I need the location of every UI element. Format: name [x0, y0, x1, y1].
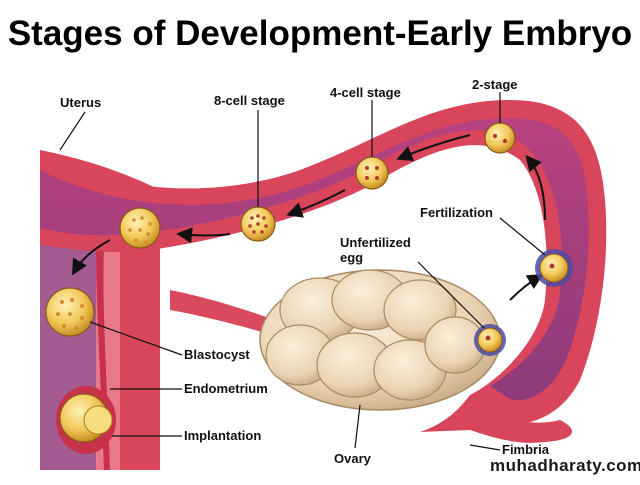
fallopian-tube-lumen	[40, 118, 589, 401]
label-fimbria: Fimbria	[502, 442, 549, 457]
label-implantation: Implantation	[184, 428, 262, 443]
label-four-cell-stage: 4-cell stage	[330, 85, 401, 100]
cell-fertilization	[535, 249, 573, 287]
label-blastocyst: Blastocyst	[184, 347, 250, 362]
label-ovary: Ovary	[334, 451, 371, 466]
cell-morula	[119, 207, 161, 249]
cell-unfertilized-egg	[474, 324, 506, 356]
ovary-shape	[259, 269, 501, 411]
cell-four-stage	[355, 156, 389, 190]
cell-blastocyst	[45, 287, 95, 337]
page-title: Stages of Development-Early Embryo	[7, 14, 633, 53]
fimbria	[420, 395, 572, 443]
ovarian-ligament	[170, 290, 290, 340]
label-two-stage: 2-stage	[472, 77, 518, 92]
label-egg: egg	[340, 250, 364, 265]
cell-eight-stage	[240, 206, 276, 242]
label-uterus: Uterus	[60, 95, 102, 110]
cell-implantation	[56, 386, 116, 454]
cell-two-stage	[484, 122, 516, 154]
watermark: muhadharaty.com	[490, 456, 640, 475]
migration-arrows	[72, 134, 546, 301]
label-fertilization: Fertilization	[420, 205, 493, 220]
label-endometrium: Endometrium	[184, 381, 268, 396]
label-eight-cell-stage: 8-cell stage	[214, 93, 285, 108]
label-unfertilized: Unfertilized	[340, 235, 411, 250]
leader-lines	[59, 92, 546, 451]
